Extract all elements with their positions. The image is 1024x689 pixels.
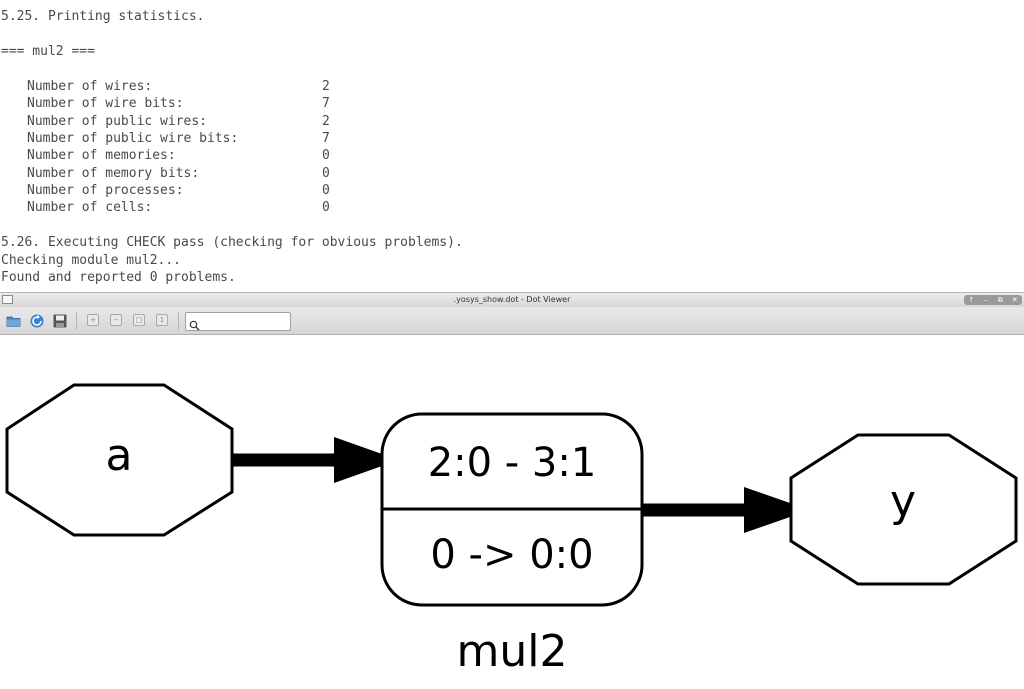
stat-value: 7 xyxy=(322,96,330,111)
module-header: === mul2 === xyxy=(1,44,95,59)
stat-label: Number of public wires: xyxy=(27,114,208,129)
stat-value: 0 xyxy=(322,183,330,198)
terminal-output: 5.25. Printing statistics. === mul2 === … xyxy=(0,0,1024,292)
stats-section-heading: 5.25. Printing statistics. xyxy=(1,9,205,24)
dot-graph: a 2:0 - 3:1 0 -> 0:0 y mul2 xyxy=(5,383,1018,677)
checking-module-line: Checking module mul2... xyxy=(1,253,182,268)
window-titlebar[interactable]: .yosys_show.dot - Dot Viewer ↑ – ⧉ ✕ xyxy=(0,292,1024,307)
stat-label: Number of public wire bits: xyxy=(27,131,239,146)
stat-value: 7 xyxy=(322,131,330,146)
window-minimize-button[interactable]: – xyxy=(984,296,988,304)
stat-value: 0 xyxy=(322,166,330,181)
folder-open-icon[interactable] xyxy=(6,313,22,329)
window-close-button[interactable]: ✕ xyxy=(1011,296,1018,304)
edge-a-arrowhead xyxy=(334,437,399,483)
window-shade-button[interactable]: ↑ xyxy=(968,296,975,304)
search-box[interactable] xyxy=(185,312,291,331)
toolbar-separator xyxy=(76,312,77,330)
zoom-fit-icon[interactable]: □ xyxy=(133,314,145,326)
cell-top-label: 2:0 - 3:1 xyxy=(428,440,597,486)
stat-label: Number of cells: xyxy=(27,200,153,215)
stat-label: Number of wire bits: xyxy=(27,96,184,111)
zoom-in-icon[interactable]: + xyxy=(87,314,99,326)
window-controls: ↑ – ⧉ ✕ xyxy=(964,295,1022,305)
output-node-label: y xyxy=(890,476,916,527)
stat-label: Number of processes: xyxy=(27,183,184,198)
zoom-out-icon[interactable]: − xyxy=(110,314,122,326)
refresh-icon[interactable] xyxy=(29,313,45,329)
search-icon xyxy=(189,316,200,331)
stat-value: 2 xyxy=(322,114,330,129)
zoom-100-icon[interactable]: 1 xyxy=(156,314,168,326)
save-icon[interactable] xyxy=(52,313,68,329)
stat-label: Number of memory bits: xyxy=(27,166,200,181)
stat-value: 0 xyxy=(322,148,330,163)
search-input[interactable] xyxy=(202,314,288,329)
input-node-label: a xyxy=(106,430,133,481)
edge-y-arrowhead xyxy=(744,487,810,533)
problems-found-line: Found and reported 0 problems. xyxy=(1,270,236,285)
stat-value: 2 xyxy=(322,79,330,94)
window-maximize-button[interactable]: ⧉ xyxy=(997,296,1003,304)
stat-value: 0 xyxy=(322,200,330,215)
stat-label: Number of memories: xyxy=(27,148,176,163)
check-section-heading: 5.26. Executing CHECK pass (checking for… xyxy=(1,235,463,250)
graph-canvas[interactable]: a 2:0 - 3:1 0 -> 0:0 y mul2 xyxy=(0,335,1024,689)
stat-label: Number of wires: xyxy=(27,79,153,94)
window-title: .yosys_show.dot - Dot Viewer xyxy=(453,295,571,304)
window-menu-icon[interactable] xyxy=(2,295,13,304)
toolbar: + − □ 1 xyxy=(0,307,1024,335)
output-node-y[interactable] xyxy=(789,433,1018,586)
toolbar-separator xyxy=(178,312,179,330)
graph-label: mul2 xyxy=(457,626,568,677)
input-node-a[interactable] xyxy=(5,383,234,537)
cell-bottom-label: 0 -> 0:0 xyxy=(430,532,593,578)
